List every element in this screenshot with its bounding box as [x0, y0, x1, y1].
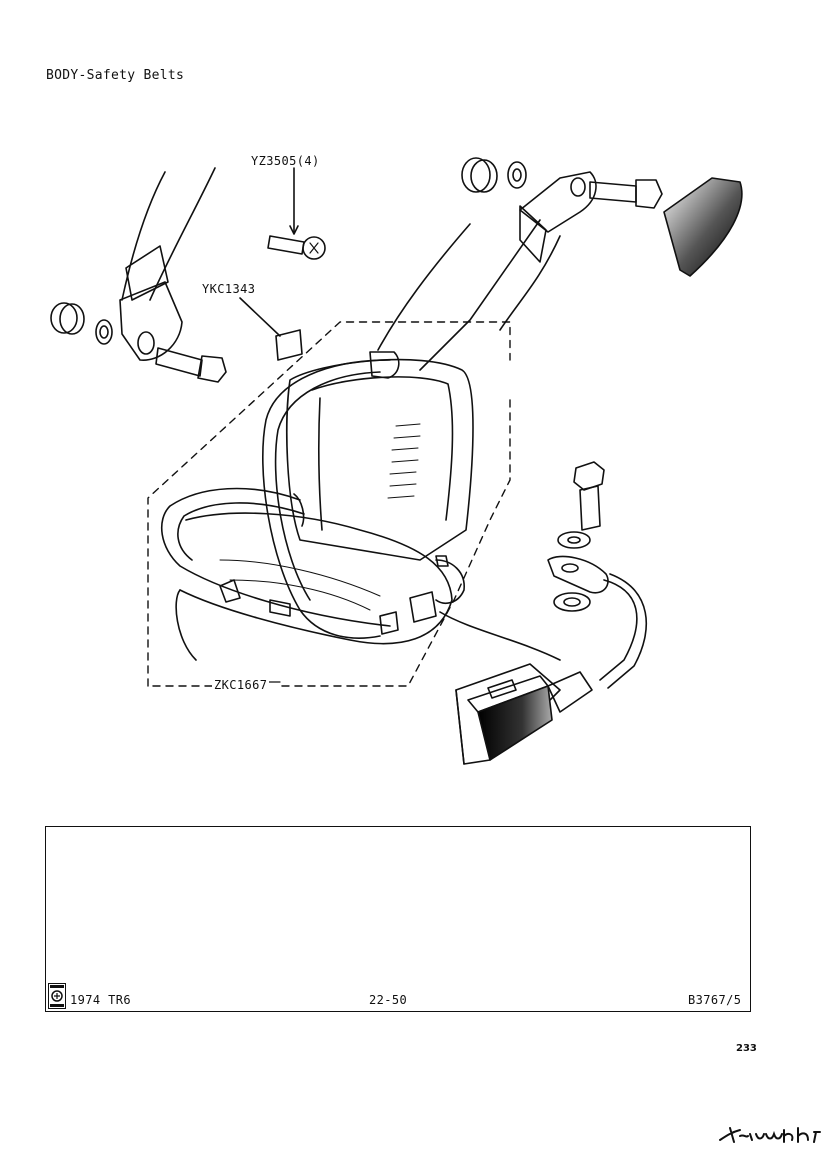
page-number: 233 [736, 1043, 757, 1054]
right-upper-anchor [461, 157, 743, 277]
left-anchor-hardware [50, 302, 227, 383]
section-title: BODY-Safety Belts [46, 68, 185, 83]
clip-callout: YKC1343 [202, 282, 256, 296]
info-panel: 1974 TR6 22-50 B3767/5 [45, 826, 751, 1012]
warning-switch [409, 555, 561, 661]
model-label: 1974 TR6 [70, 993, 131, 1007]
reference-number: B3767/5 [688, 993, 742, 1007]
plate-number: 22-50 [369, 993, 408, 1007]
shoulder-belt [377, 205, 561, 371]
buckle [455, 663, 593, 765]
screw-callout: YZ3505(4) [251, 154, 320, 168]
screw-part [267, 167, 326, 260]
british-leyland-logo [48, 983, 66, 1009]
seat-back [286, 358, 474, 561]
left-upper-strap [119, 167, 216, 361]
clip-part [239, 297, 303, 361]
seat-cushion [175, 512, 453, 661]
lower-anchor-hardware [547, 461, 648, 689]
triumph-signature [719, 1127, 821, 1143]
lap-belt [161, 351, 400, 639]
assembly-boundary [147, 321, 511, 687]
belt-assembly-callout: ZKC1667 [212, 678, 270, 692]
seat-back-stitching [387, 423, 421, 499]
